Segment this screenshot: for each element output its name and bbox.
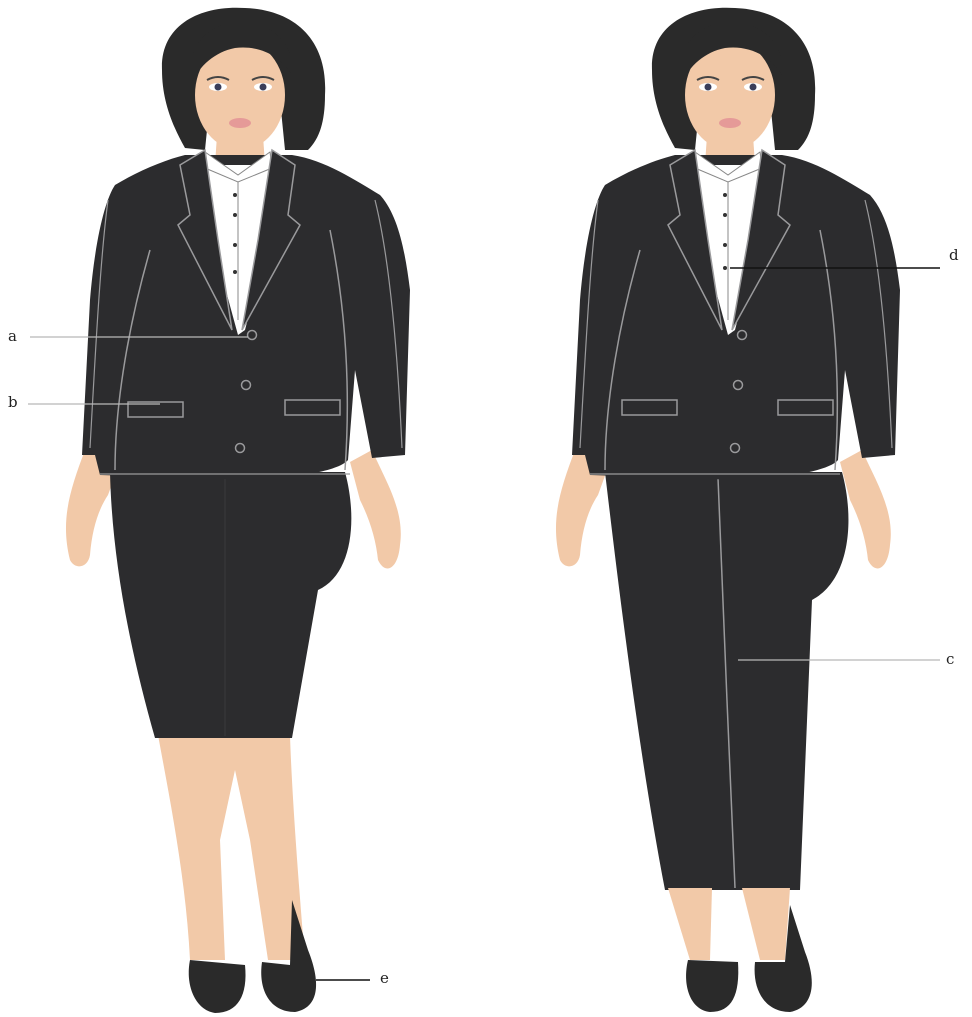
label-a: a bbox=[8, 329, 17, 344]
shoe-left-2 bbox=[686, 960, 738, 1012]
shirt-button-d bbox=[723, 266, 727, 270]
legs-left bbox=[158, 735, 305, 960]
label-e: e bbox=[380, 971, 389, 986]
lips-left bbox=[229, 118, 251, 128]
label-c: c bbox=[946, 652, 954, 667]
lips-right bbox=[719, 118, 741, 128]
figure-trouser-suit bbox=[556, 8, 900, 1012]
shoe-left-1 bbox=[189, 960, 246, 1013]
label-d: d bbox=[949, 248, 959, 263]
skirt bbox=[110, 472, 351, 738]
figure-skirt-suit bbox=[66, 8, 410, 1013]
label-b: b bbox=[8, 395, 18, 410]
hand-right-1 bbox=[350, 450, 401, 568]
